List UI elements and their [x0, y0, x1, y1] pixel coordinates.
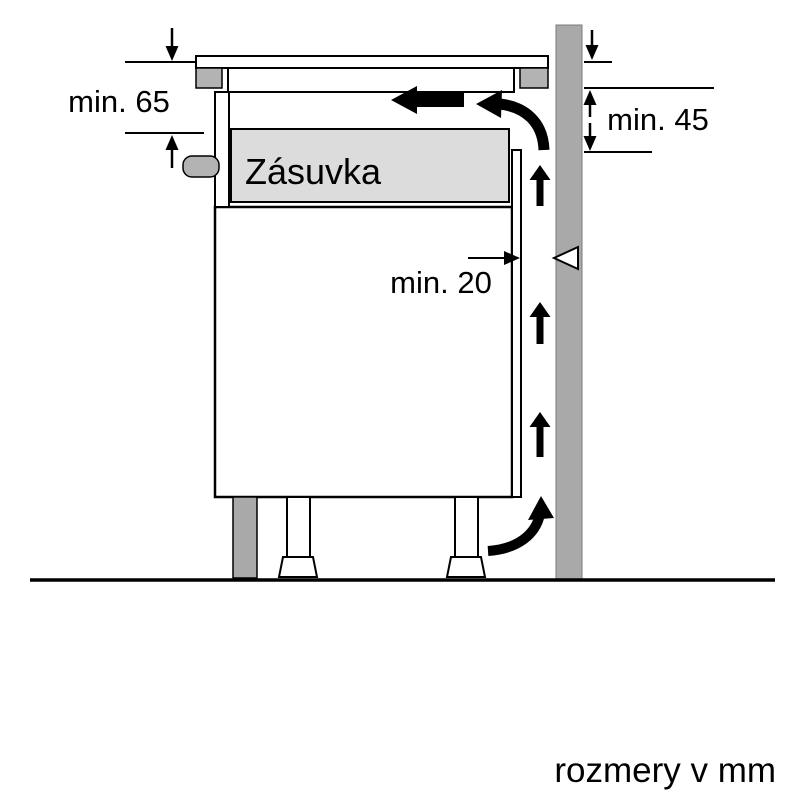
junction-box [182, 155, 220, 178]
wall [555, 24, 583, 581]
dim-min45-label: min. 45 [607, 102, 709, 137]
airflow-curved-arrow-top-head [476, 90, 502, 118]
dim-min65-bottom-arrow-head [165, 135, 179, 150]
hob-body [227, 67, 515, 93]
worktop-section-right [519, 67, 549, 89]
airflow-up-arrow-2 [529, 302, 551, 344]
leg-right-foot [445, 556, 487, 578]
hob-glass [195, 55, 549, 69]
airflow-curved-arrow-top [499, 98, 550, 151]
drawer [230, 128, 510, 203]
cabinet-right-panel [511, 149, 522, 498]
dim-min45-down-arrow-head [583, 136, 597, 151]
footer-note: rozmery v mm [554, 751, 776, 790]
airflow-up-arrow-1 [529, 165, 551, 206]
dim-min65-label: min. 65 [68, 84, 170, 119]
airflow-curved-arrow-bottom-head [528, 496, 554, 520]
drawer-label: Zásuvka [245, 151, 382, 192]
airflow-up-arrow-3 [529, 412, 551, 457]
leg-left-foot [277, 556, 319, 578]
dim-min45-top-arrow-head [585, 45, 599, 60]
airflow-curved-arrow-bottom [487, 512, 545, 556]
cabinet-left-panel [214, 91, 230, 208]
plinth-panel [232, 496, 258, 579]
worktop-section-left [195, 67, 223, 89]
dim-min20-label: min. 20 [390, 265, 492, 300]
dim-min45-up-arrow-head [583, 90, 597, 105]
leg-left-shaft [286, 496, 311, 558]
dim-min20-right-arrow [504, 251, 520, 265]
cabinet-body [213, 205, 514, 499]
leg-right-shaft [454, 496, 479, 558]
dim-min65-top-arrow-head [165, 46, 179, 61]
airflow-left-arrow [391, 86, 464, 114]
dim-min20-left-arrow [551, 245, 579, 271]
